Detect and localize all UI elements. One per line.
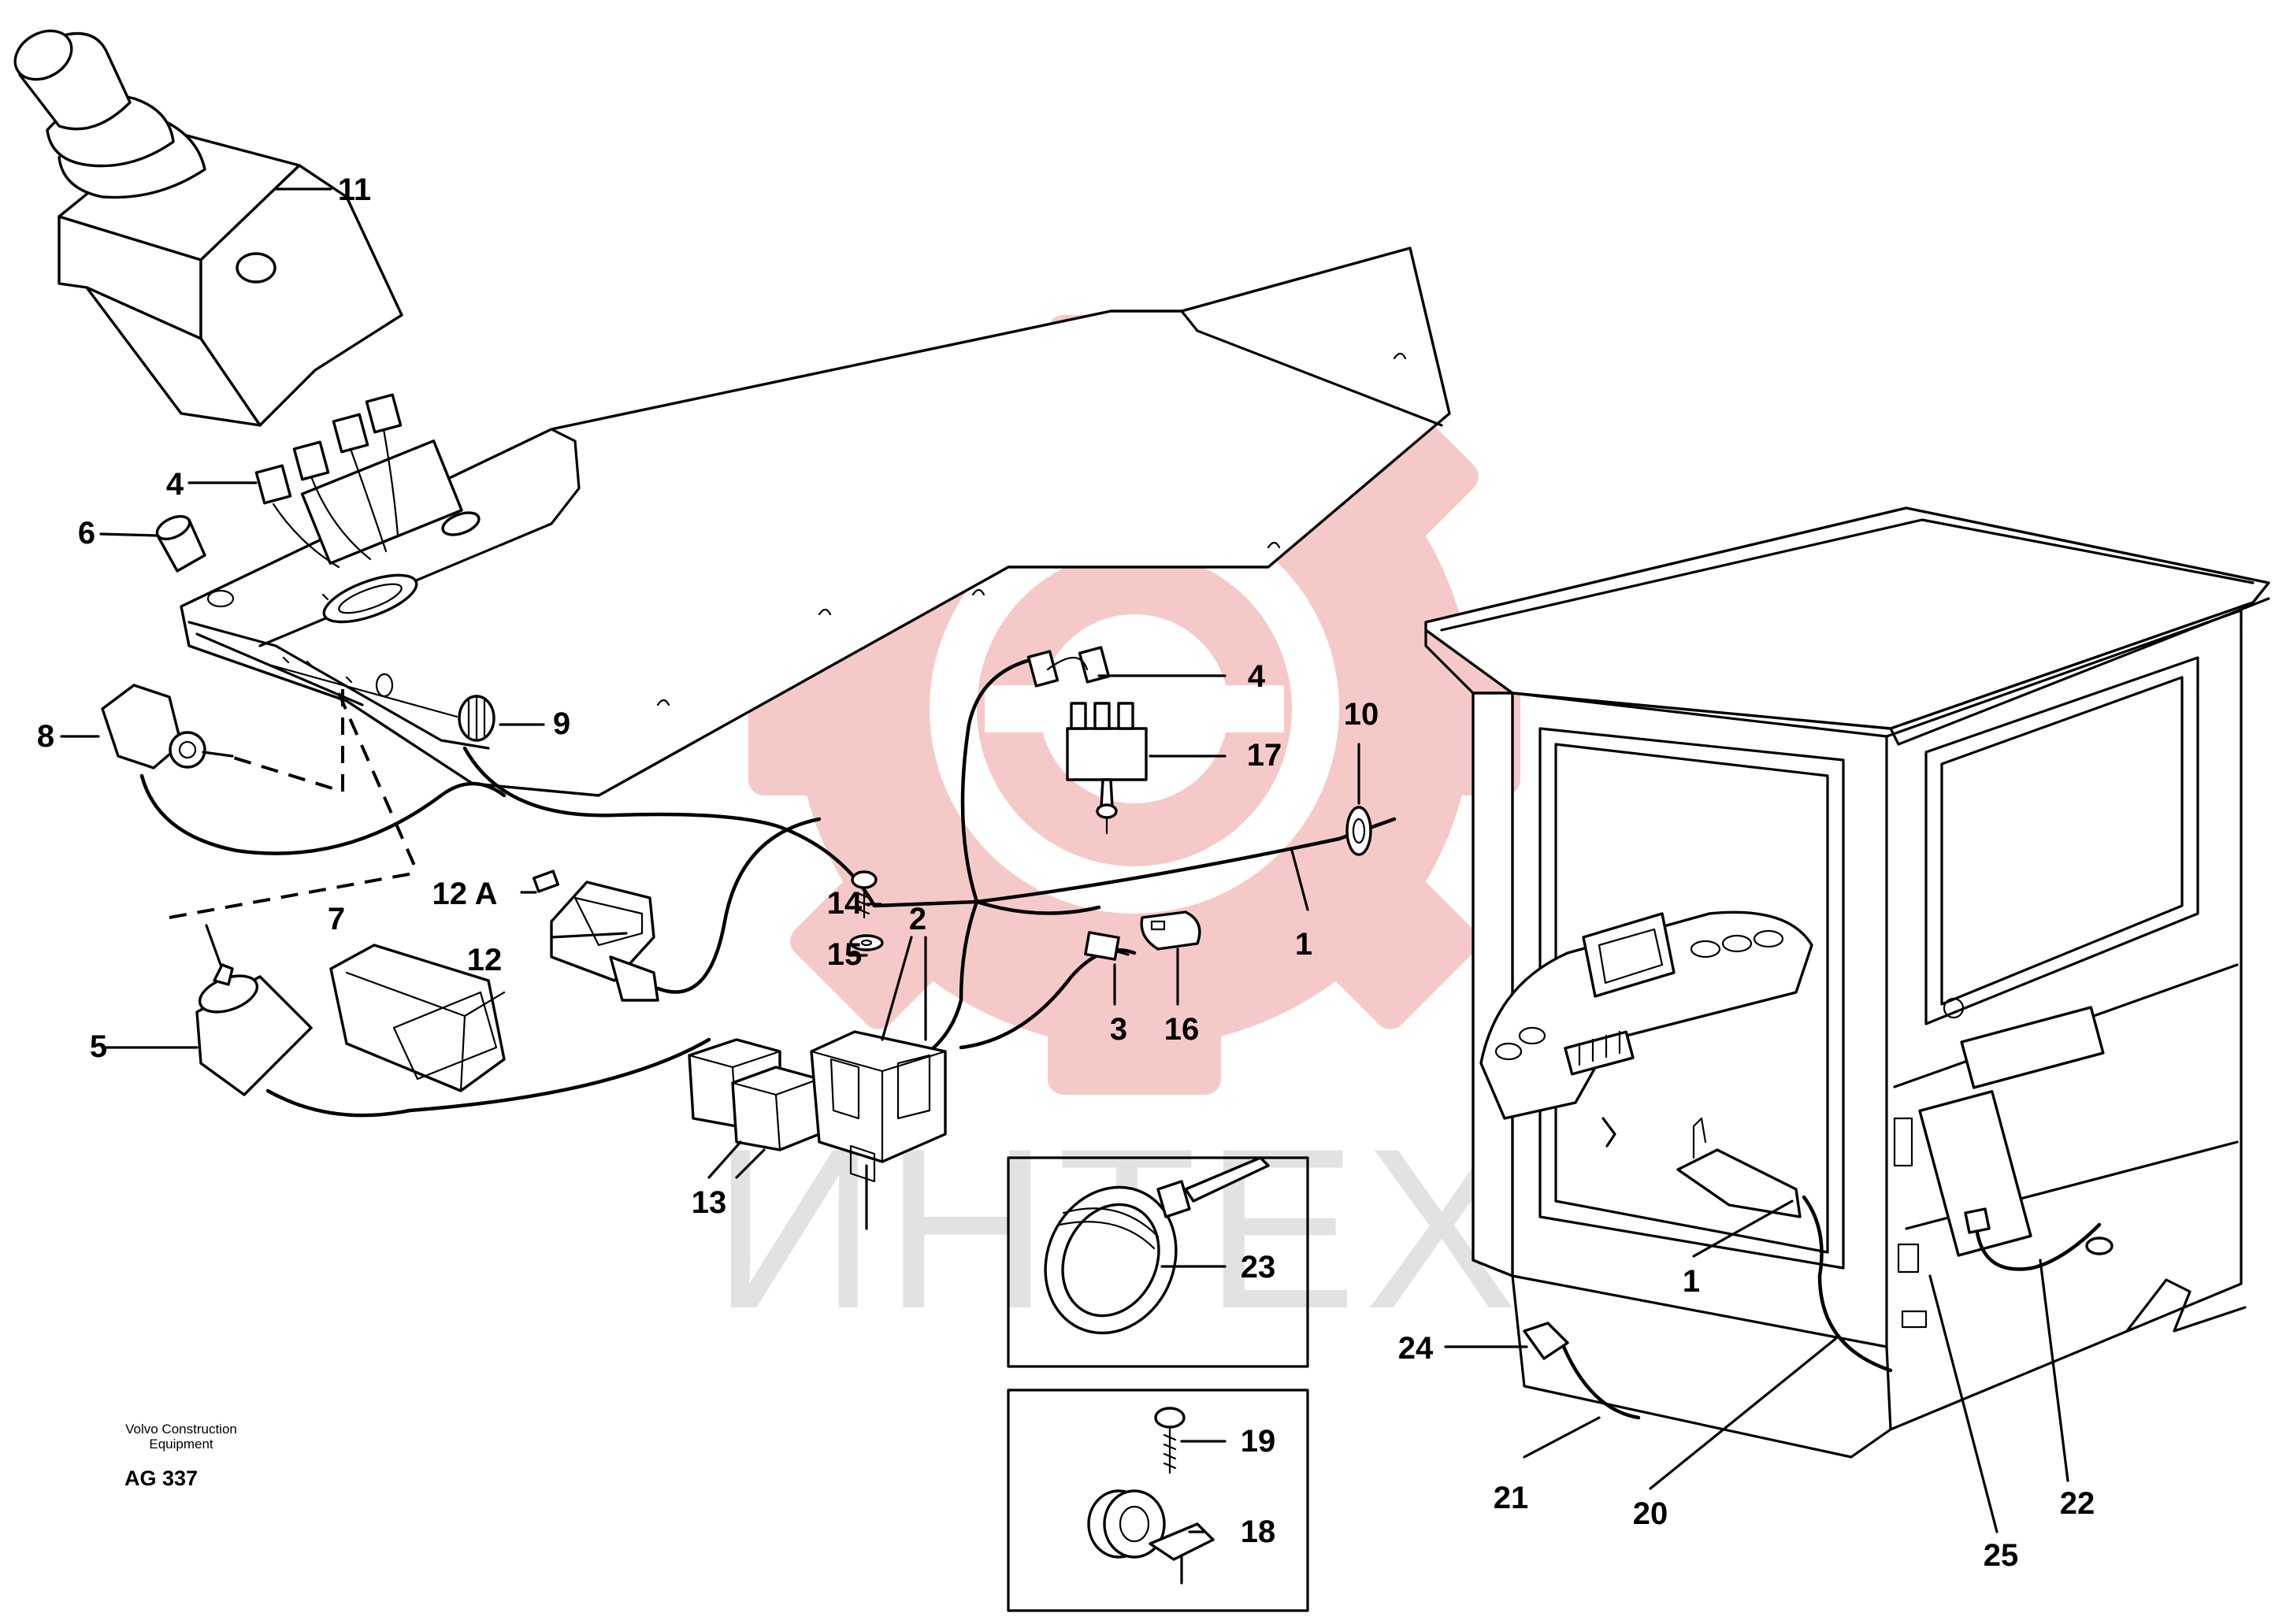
callout-19: 19 (1241, 1424, 1276, 1459)
callout-11: 11 (338, 172, 371, 207)
control-console (180, 247, 1451, 797)
operator-cab (1424, 506, 2270, 1459)
callout-20: 20 (1633, 1496, 1668, 1531)
callout-15: 15 (827, 937, 863, 972)
potentiometer-part-8 (101, 684, 507, 855)
callout-9: 9 (553, 706, 570, 741)
callout-14: 14 (827, 886, 863, 921)
screw-part-14 (851, 870, 878, 919)
joystick-connectors (254, 393, 403, 569)
washer-part-15 (849, 934, 884, 951)
callout-21: 21 (1494, 1481, 1529, 1515)
leader-lines (60, 187, 2069, 1533)
toggle-switch-part-5 (169, 692, 711, 1118)
callout-17: 17 (1247, 738, 1282, 773)
knob-part-9 (270, 664, 495, 742)
callout-6: 6 (78, 516, 95, 551)
callout-8: 8 (37, 719, 54, 754)
relay-base-part-2 (810, 1030, 947, 1230)
detail-box-cable-tie (1007, 1156, 1309, 1368)
callout-23: 23 (1241, 1250, 1276, 1285)
callout-1a: 1 (1295, 927, 1312, 962)
callout-12: 12 (467, 943, 503, 977)
rocker-switch-part-12 (533, 817, 822, 1002)
callout-4a: 4 (166, 467, 184, 502)
company-line-2: Equipment (149, 1437, 213, 1452)
detail-box-clamp (1007, 1389, 1309, 1612)
callout-3: 3 (1110, 1012, 1127, 1047)
relay-parts-13 (688, 1038, 821, 1151)
control-module-part-7 (329, 944, 506, 1092)
callout-1b: 1 (1683, 1264, 1700, 1299)
callout-24: 24 (1398, 1331, 1434, 1366)
joystick-control (13, 29, 403, 427)
callout-18: 18 (1241, 1515, 1276, 1549)
connector-parts-3-16 (1084, 910, 1201, 961)
company-line-1: Volvo Construction (125, 1422, 237, 1437)
callout-16: 16 (1164, 1012, 1200, 1047)
knob-part-6 (155, 514, 206, 573)
switch-part-17 (1026, 646, 1148, 835)
callout-5: 5 (90, 1029, 107, 1064)
callout-7: 7 (328, 902, 345, 936)
callout-12a: 12 A (432, 877, 497, 911)
callout-25: 25 (1984, 1538, 2019, 1573)
company-credit: Volvo Construction Equipment (118, 1422, 244, 1452)
callout-10: 10 (1344, 697, 1379, 732)
callout-2: 2 (909, 902, 926, 936)
watermark-gear-logo (748, 315, 1520, 1095)
callout-labels: 11 4 6 8 9 4 17 10 1 12 A 14 2 15 12 7 3… (37, 172, 2095, 1573)
callout-4b: 4 (1248, 659, 1266, 694)
callout-13: 13 (692, 1185, 727, 1220)
drawing-code: AG 337 (124, 1466, 199, 1490)
callout-22: 22 (2060, 1486, 2095, 1521)
